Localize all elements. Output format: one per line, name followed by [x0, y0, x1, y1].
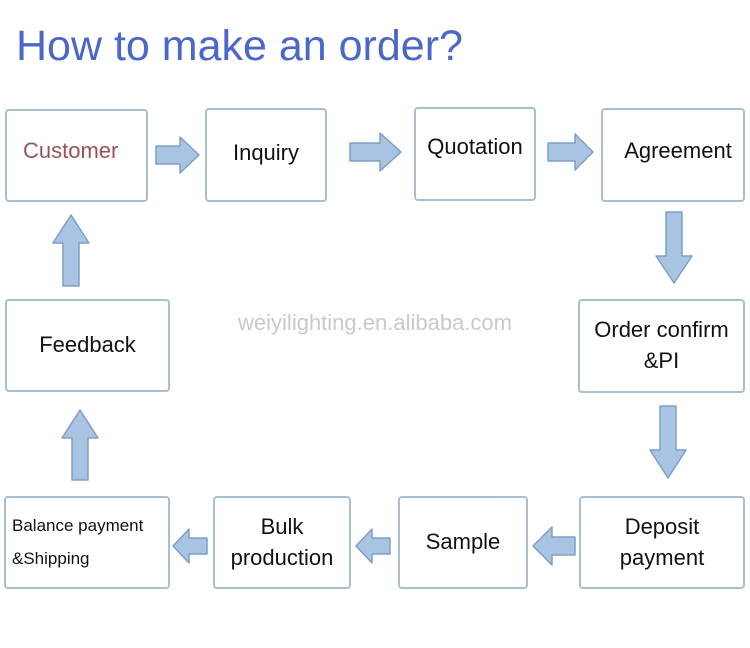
- step-deposit-payment: Deposit payment: [579, 496, 745, 589]
- step-inquiry-label: Inquiry: [232, 139, 300, 165]
- step-order-confirm-label: Order confirm &PI: [594, 317, 729, 373]
- step-agreement-label: Agreement: [624, 137, 732, 163]
- arrow-quotation-to-agreement-icon: [547, 133, 594, 171]
- arrow-deposit-to-sample-icon: [532, 526, 576, 566]
- step-customer: Customer: [5, 109, 148, 202]
- step-feedback-label: Feedback: [39, 332, 136, 358]
- arrow-sample-to-bulk-icon: [355, 528, 391, 564]
- step-customer-label: Customer: [23, 138, 119, 164]
- step-deposit-payment-label: Deposit payment: [619, 513, 705, 570]
- step-quotation-label: Quotation: [427, 133, 523, 159]
- step-feedback: Feedback: [5, 299, 170, 392]
- arrow-bulk-to-balance-icon: [172, 528, 208, 564]
- step-agreement: Agreement: [601, 108, 745, 202]
- step-bulk-production-label: Bulk production: [230, 513, 334, 570]
- arrow-agreement-to-order-icon: [655, 211, 693, 284]
- arrow-order-to-deposit-icon: [649, 405, 687, 479]
- step-balance-payment: Balance payment &Shipping: [4, 496, 170, 589]
- step-bulk-production: Bulk production: [213, 496, 351, 589]
- arrow-customer-to-inquiry-icon: [155, 136, 200, 174]
- arrow-balance-to-feedback-icon: [61, 409, 99, 481]
- step-sample-label: Sample: [425, 529, 501, 555]
- step-sample: Sample: [398, 496, 528, 589]
- arrow-feedback-to-customer-icon: [52, 214, 90, 287]
- step-inquiry: Inquiry: [205, 108, 327, 202]
- page-title: How to make an order?: [16, 22, 463, 70]
- step-quotation: Quotation: [414, 107, 536, 201]
- step-balance-payment-label: Balance payment &Shipping: [12, 516, 144, 568]
- arrow-inquiry-to-quotation-icon: [349, 132, 402, 172]
- step-order-confirm: Order confirm &PI: [578, 299, 745, 393]
- watermark: weiyilighting.en.alibaba.com: [238, 310, 512, 335]
